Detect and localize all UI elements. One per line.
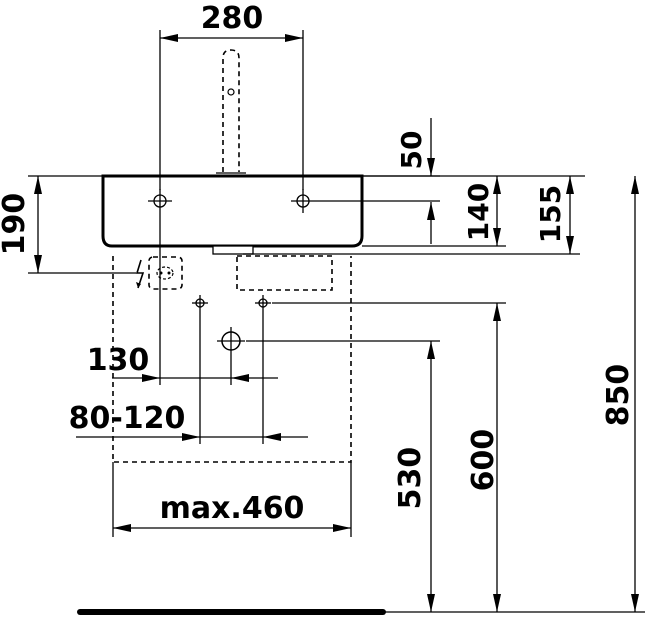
dim-max460-label: max.460 bbox=[160, 491, 305, 526]
socket-outline bbox=[148, 256, 183, 290]
dim-155-label: 155 bbox=[534, 185, 567, 243]
dim-140-label: 140 bbox=[462, 183, 495, 241]
lightning-icon bbox=[135, 259, 145, 289]
basin-drain-stub bbox=[212, 245, 254, 255]
dim-50-label: 50 bbox=[395, 131, 428, 170]
dim-530-label: 530 bbox=[393, 447, 428, 510]
cabinet-outline bbox=[112, 256, 352, 463]
dim-tap-spacing-label: 280 bbox=[201, 1, 264, 36]
dim-190-label: 190 bbox=[0, 193, 32, 256]
tap-hole-left-icon bbox=[148, 189, 172, 213]
tap-outline bbox=[222, 49, 240, 172]
waste-outlet-icon bbox=[217, 327, 245, 355]
water-inlet-right-icon bbox=[255, 295, 271, 311]
dim-80-120-label: 80-120 bbox=[69, 401, 186, 436]
tap-hole-right-icon bbox=[291, 189, 315, 213]
dim-130-label: 130 bbox=[87, 343, 150, 378]
water-inlet-left-icon bbox=[192, 295, 208, 311]
drawer-outline bbox=[236, 255, 333, 291]
washbasin-outline bbox=[101, 174, 364, 248]
dim-600-label: 600 bbox=[466, 429, 501, 492]
tap-aerator-icon bbox=[227, 88, 235, 96]
dim-850-label: 850 bbox=[601, 364, 636, 427]
